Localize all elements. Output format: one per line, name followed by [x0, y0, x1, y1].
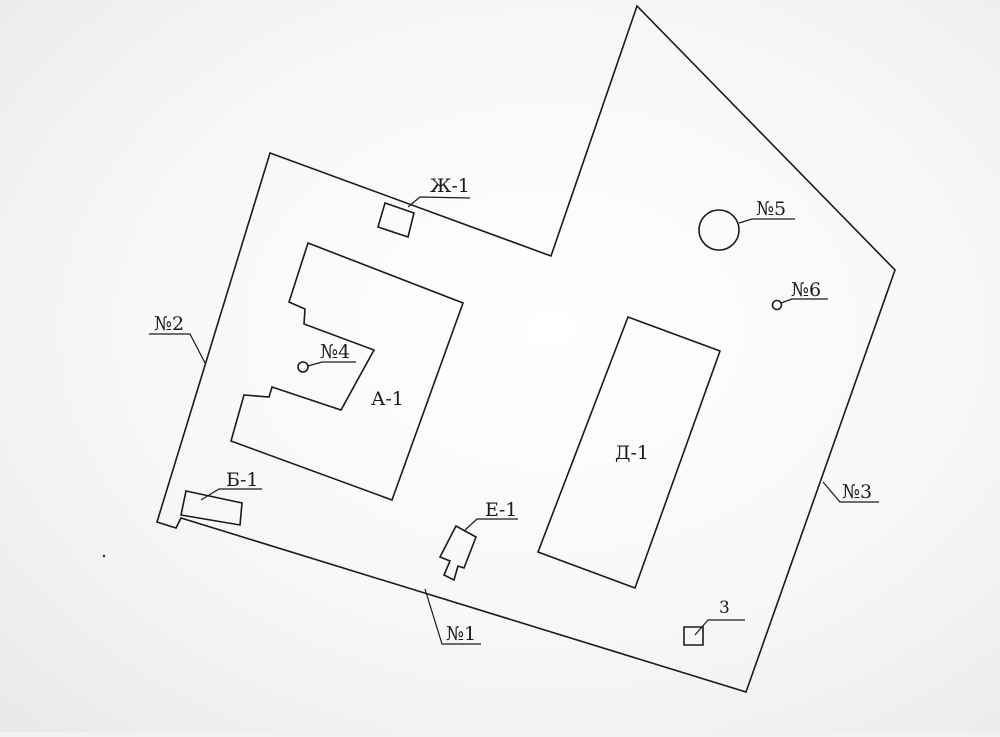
building-d-outline — [536, 315, 722, 590]
label-n3: №3 — [842, 481, 872, 503]
leader-n3 — [822, 481, 879, 503]
leader-zh — [407, 196, 471, 208]
leader-n5 — [738, 218, 795, 224]
label-n1: №1 — [446, 623, 476, 645]
label-n2: №2 — [154, 313, 184, 335]
label-building-zh: Ж-1 — [430, 175, 470, 197]
building-e-outline — [438, 524, 477, 582]
well-4-circle — [297, 361, 309, 373]
building-b-outline — [180, 490, 243, 526]
label-building-a: А-1 — [371, 388, 404, 410]
leader-n6 — [780, 298, 828, 304]
leader-e — [464, 518, 518, 531]
leader-3 — [694, 619, 745, 636]
leader-n2 — [149, 333, 206, 364]
well-5-circle — [698, 209, 740, 251]
leader-n4 — [307, 361, 356, 367]
label-n4: №4 — [320, 341, 350, 363]
leader-n1 — [424, 588, 481, 645]
label-point-3: 3 — [719, 598, 730, 618]
stray-dot — [102, 554, 106, 558]
site-boundary — [156, 4, 896, 693]
label-building-d: Д-1 — [615, 442, 649, 464]
label-building-e: Е-1 — [485, 499, 517, 521]
building-a-outline — [230, 241, 465, 502]
building-zh-outline — [377, 201, 415, 239]
label-n6: №6 — [791, 279, 821, 301]
leader-b — [200, 488, 262, 501]
label-building-b: Б-1 — [226, 469, 258, 491]
point-3-square — [683, 626, 704, 646]
label-n5: №5 — [756, 198, 786, 220]
well-6-circle — [771, 299, 783, 311]
